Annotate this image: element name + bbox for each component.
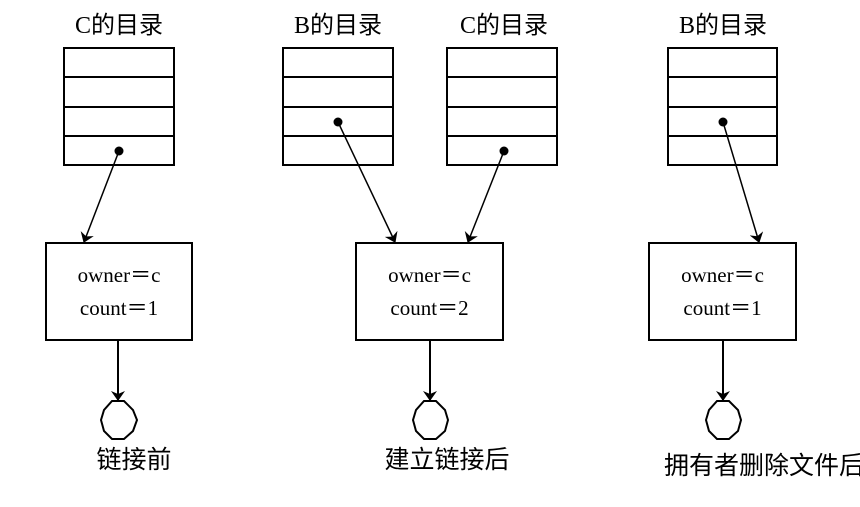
- link-arrow: [80, 150, 120, 243]
- link-arrow: [337, 121, 398, 243]
- directory-label: B的目录: [293, 13, 383, 39]
- panel-caption: 拥有者删除文件后: [663, 453, 860, 480]
- inode-owner: owner＝c: [77, 263, 161, 287]
- inode-fields: owner＝c count＝1: [649, 259, 796, 325]
- panel-caption: 链接前: [96, 447, 172, 474]
- link-arrow: [722, 121, 764, 243]
- directory-label: C的目录: [459, 13, 549, 39]
- inode-owner: owner＝c: [388, 263, 471, 287]
- inode-count: count＝2: [390, 296, 469, 320]
- inode-fields: owner＝c count＝2: [356, 259, 503, 325]
- panel-caption: 建立链接后: [384, 447, 510, 474]
- directory-table-c-before: [63, 47, 175, 166]
- directory-label: C的目录: [74, 13, 164, 39]
- inode-fields: owner＝c count＝1: [46, 259, 192, 325]
- file-node-icon: [99, 400, 139, 440]
- directory-label: B的目录: [678, 13, 768, 39]
- inode-count: count＝1: [79, 296, 159, 320]
- inode-owner: owner＝c: [681, 263, 764, 287]
- link-arrow: [464, 150, 505, 243]
- directory-table-b-after-link: [282, 47, 394, 166]
- inode-count: count＝1: [683, 296, 762, 320]
- file-node-icon: [704, 400, 743, 440]
- directory-table-b-after-delete: [667, 47, 778, 166]
- file-node-icon: [411, 400, 450, 440]
- directory-table-c-after-link: [446, 47, 558, 166]
